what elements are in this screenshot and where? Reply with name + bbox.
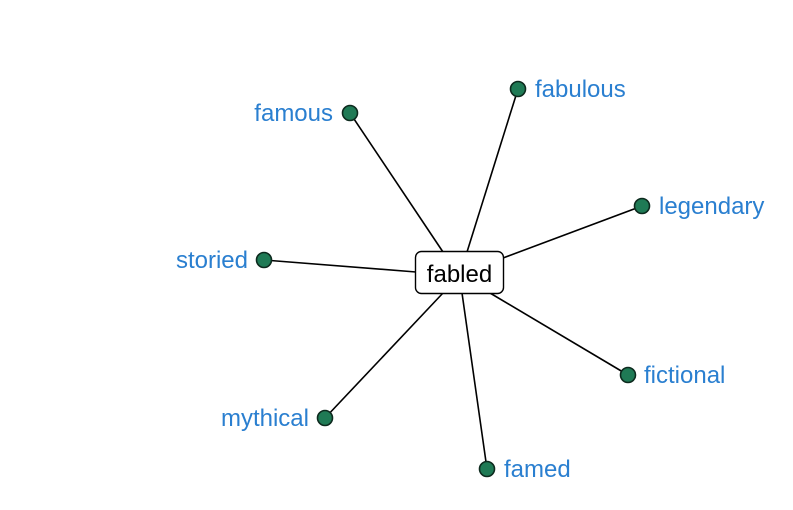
- node-storied-dot[interactable]: [255, 251, 273, 269]
- node-fabulous[interactable]: fabulous: [509, 76, 626, 103]
- node-mythical-label: mythical: [221, 405, 309, 432]
- node-famous-dot[interactable]: [341, 104, 359, 122]
- node-storied[interactable]: storied: [176, 247, 273, 274]
- center-node-label: fabled: [427, 261, 492, 288]
- node-famed-label: famed: [504, 456, 571, 483]
- edge-storied: [263, 259, 417, 273]
- node-famous[interactable]: famous: [254, 100, 359, 127]
- node-famed[interactable]: famed: [478, 456, 571, 483]
- edge-legendary: [502, 205, 643, 259]
- node-famous-label: famous: [254, 100, 333, 127]
- node-fictional-dot[interactable]: [619, 366, 637, 384]
- node-legendary-label: legendary: [659, 193, 764, 220]
- node-fabulous-dot[interactable]: [509, 80, 527, 98]
- edge-fictional: [489, 292, 629, 376]
- node-legendary[interactable]: legendary: [633, 193, 765, 220]
- node-mythical[interactable]: mythical: [221, 405, 334, 432]
- node-storied-label: storied: [176, 247, 248, 274]
- node-legendary-dot[interactable]: [633, 197, 651, 215]
- edge-famed: [461, 292, 488, 470]
- node-famed-dot[interactable]: [478, 460, 496, 478]
- node-fictional-label: fictional: [644, 362, 725, 389]
- edge-mythical: [324, 292, 444, 419]
- center-node-box[interactable]: [414, 250, 505, 295]
- node-fabulous-label: fabulous: [535, 76, 626, 103]
- node-fictional[interactable]: fictional: [619, 362, 726, 389]
- edge-fabulous: [466, 88, 519, 253]
- center-node[interactable]: fabled: [414, 250, 505, 295]
- node-mythical-dot[interactable]: [316, 409, 334, 427]
- edge-famous: [349, 112, 444, 253]
